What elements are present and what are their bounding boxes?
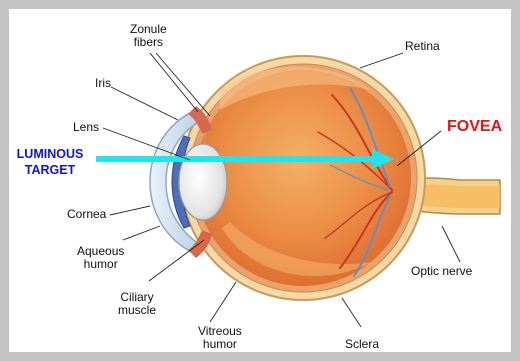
label-fovea: FOVEA	[447, 118, 502, 136]
label-ciliary-muscle: Ciliary muscle	[118, 291, 156, 317]
label-optic-nerve: Optic nerve	[411, 265, 472, 278]
label-lens: Lens	[73, 121, 99, 134]
label-vitreous-humor: Vitreous humor	[198, 325, 242, 351]
label-aqueous-humor: Aqueous humor	[77, 245, 124, 271]
label-zonule-fibers: Zonule fibers	[130, 23, 167, 49]
lens-shape	[179, 144, 227, 220]
label-iris: Iris	[95, 77, 111, 90]
label-cornea: Cornea	[67, 208, 106, 221]
label-sclera: Sclera	[345, 338, 379, 351]
label-luminous-target: LUMINOUS TARGET	[6, 146, 94, 178]
label-retina: Retina	[405, 40, 440, 53]
